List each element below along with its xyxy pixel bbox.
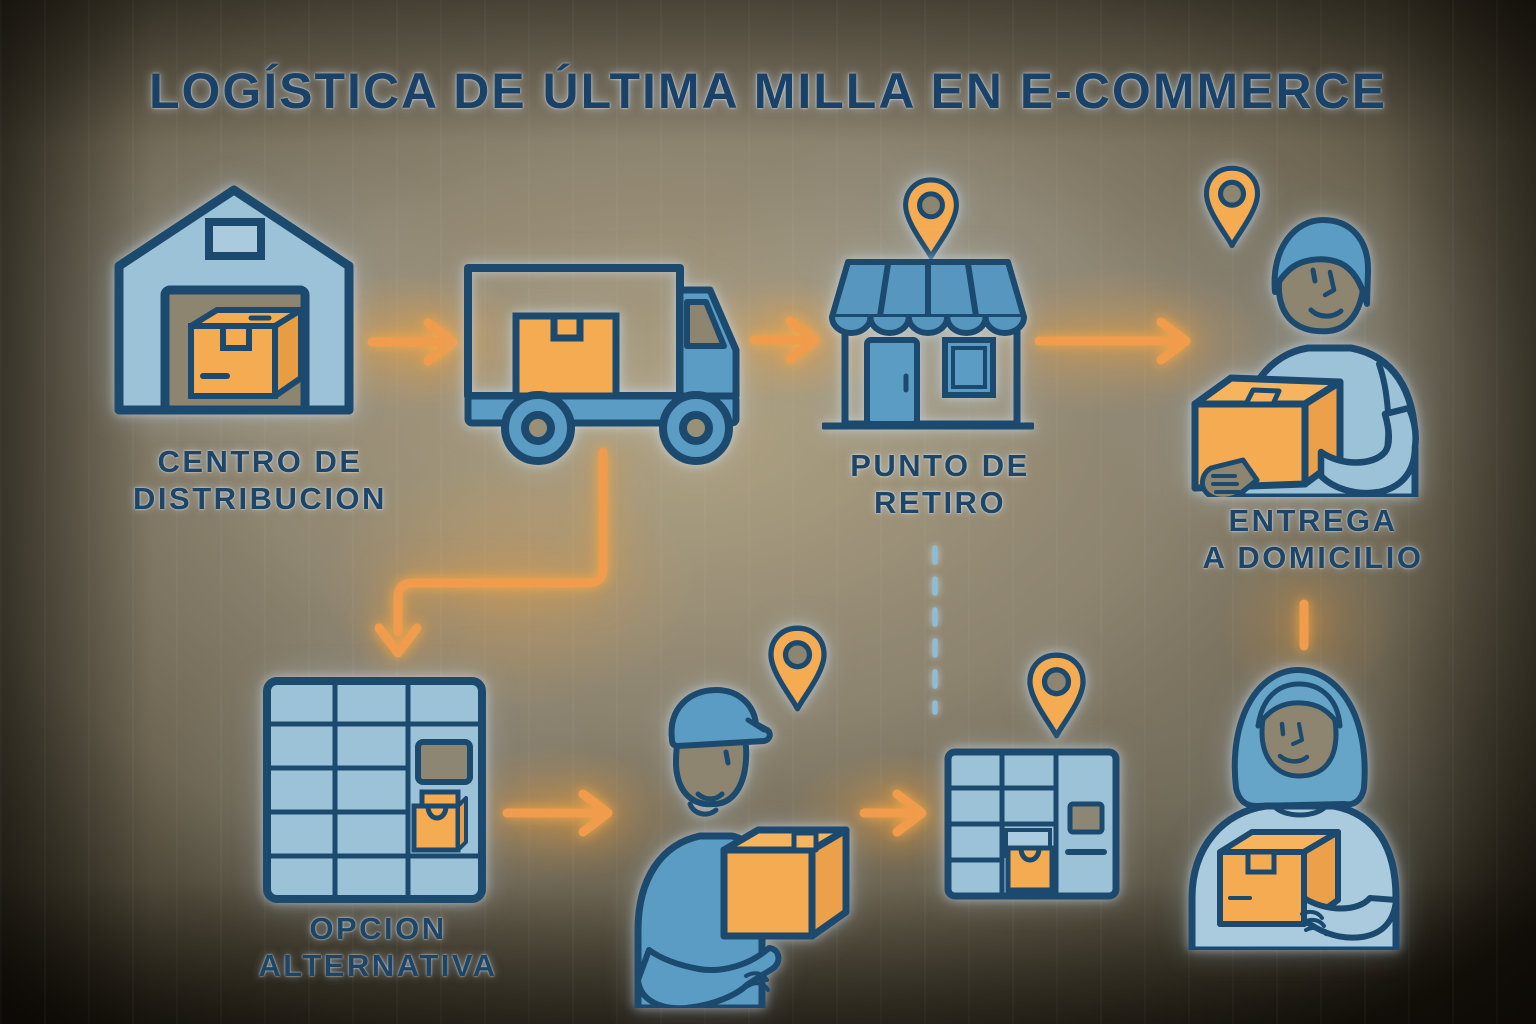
location-pin-icon — [1018, 649, 1095, 741]
location-pin-icon — [896, 174, 966, 262]
woman-holding-box-icon — [1188, 667, 1400, 950]
label-line: ALTERNATIVA — [258, 948, 498, 983]
label-line: PUNTO DE — [850, 448, 1030, 483]
label-line: CENTRO DE — [157, 444, 363, 479]
courier-holding-box-icon — [1191, 217, 1419, 497]
label-line: A DOMICILIO — [1202, 540, 1424, 575]
label-line: OPCION — [309, 911, 447, 946]
label-home-delivery: ENTREGA A DOMICILIO — [1148, 502, 1478, 576]
label-line: ENTREGA — [1228, 503, 1398, 538]
warehouse-icon — [114, 185, 354, 415]
storefront-icon — [822, 259, 1034, 430]
delivery-truck-icon — [464, 264, 740, 465]
label-pickup-point: PUNTO DE RETIRO — [775, 447, 1105, 521]
courier-cap-holding-box-icon — [634, 687, 850, 1008]
parcel-locker-small-icon — [944, 748, 1120, 900]
label-distribution-center: CENTRO DE DISTRIBUCION — [95, 443, 425, 517]
parcel-locker-icon — [263, 677, 486, 903]
label-line: RETIRO — [873, 485, 1007, 520]
label-alternative-option: OPCION ALTERNATIVA — [213, 910, 543, 984]
label-line: DISTRIBUCION — [133, 481, 387, 516]
page-title: LOGÍSTICA DE ÚLTIMA MILLA EN E-COMMERCE — [148, 63, 1388, 119]
